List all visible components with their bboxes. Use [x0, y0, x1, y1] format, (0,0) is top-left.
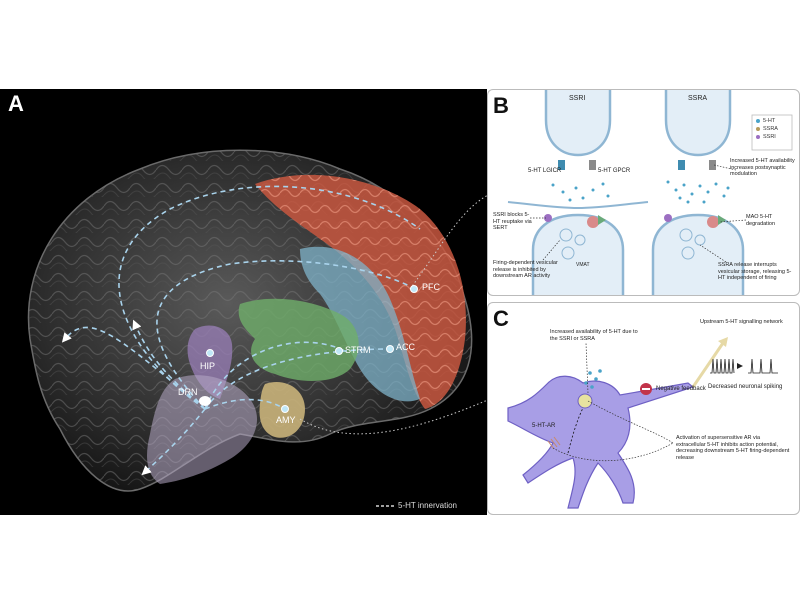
drn-node	[199, 396, 211, 406]
drn-label: DRN	[178, 387, 198, 397]
synapse-diagram	[507, 90, 793, 295]
legend-ssra-swatch	[756, 126, 760, 131]
firing-label: Firing-dependent vesicular release is in…	[493, 260, 558, 279]
strm-region	[238, 298, 359, 381]
legend-ssri: SSRI	[756, 133, 778, 141]
ssri-blocks-label: SSRI blocks 5-HT reuptake via SERT	[493, 212, 532, 231]
panel-c-neuron: C Increased availability of 5-HT due to …	[487, 302, 800, 515]
activation-label: Activation of supersensitive AR via extr…	[676, 435, 790, 461]
panel-a-letter: A	[8, 91, 24, 116]
legend-5ht: 5-HT	[756, 117, 778, 125]
strm-label: STRM	[345, 345, 371, 355]
gpcr-label: 5-HT GPCR	[598, 168, 631, 174]
mao-label: MAO 5-HT degradation	[746, 214, 776, 227]
vmat-label: VMAT	[576, 262, 590, 268]
brain-diagram	[27, 149, 487, 507]
pfc-node	[410, 285, 418, 293]
increased-label: Increased 5-HT availability increases po…	[730, 158, 795, 177]
decreased-spiking-label: Decreased neuronal spiking	[708, 384, 783, 390]
legend-5ht-swatch	[756, 118, 760, 123]
innervation-arrows	[61, 185, 421, 476]
panel-b-legend: 5-HT SSRA SSRI	[756, 117, 778, 141]
brainstem-region	[147, 375, 258, 484]
panel-b-letter: B	[493, 93, 509, 118]
upstream-label: Upstream 5-HT signalling network	[700, 319, 783, 325]
pfc-label: PFC	[422, 282, 440, 292]
ssra-synapse	[651, 90, 745, 295]
ssra-release-label: SSRA release interrupts vesicular storag…	[718, 262, 792, 281]
negative-feedback-label: Negative feedback	[656, 386, 706, 392]
panel-b-synapse: B SSRI SSRA 5-HT SSRA SSRI 5-HT LGICR 5-…	[487, 89, 800, 296]
ssra-title: SSRA	[688, 95, 708, 102]
panel-c-letter: C	[493, 306, 509, 331]
amy-node	[281, 405, 289, 413]
hip-node	[206, 349, 214, 357]
acc-region	[300, 246, 420, 402]
neuron-body	[507, 375, 695, 509]
neuron-diagram	[507, 337, 778, 509]
amy-label: AMY	[276, 415, 296, 425]
hip-label: HIP	[200, 361, 216, 371]
acc-label: ACC	[396, 342, 416, 352]
lgicr-label: 5-HT LGICR	[528, 168, 562, 174]
ssri-synapse	[507, 90, 649, 295]
acc-node	[386, 345, 394, 353]
legend-ssra: SSRA	[756, 125, 778, 133]
panel-a-brain: A PFC ACC STRM HIP DRN AMY 5-HT innervat…	[0, 89, 487, 515]
ssri-title: SSRI	[569, 95, 586, 102]
legend-ssri-swatch	[756, 134, 760, 139]
ar-label: 5-HT-AR	[532, 423, 556, 429]
innervation-legend: 5-HT innervation	[398, 501, 457, 510]
c-increased-label: Increased availability of 5-HT due to th…	[550, 329, 638, 342]
strm-node	[335, 347, 343, 355]
